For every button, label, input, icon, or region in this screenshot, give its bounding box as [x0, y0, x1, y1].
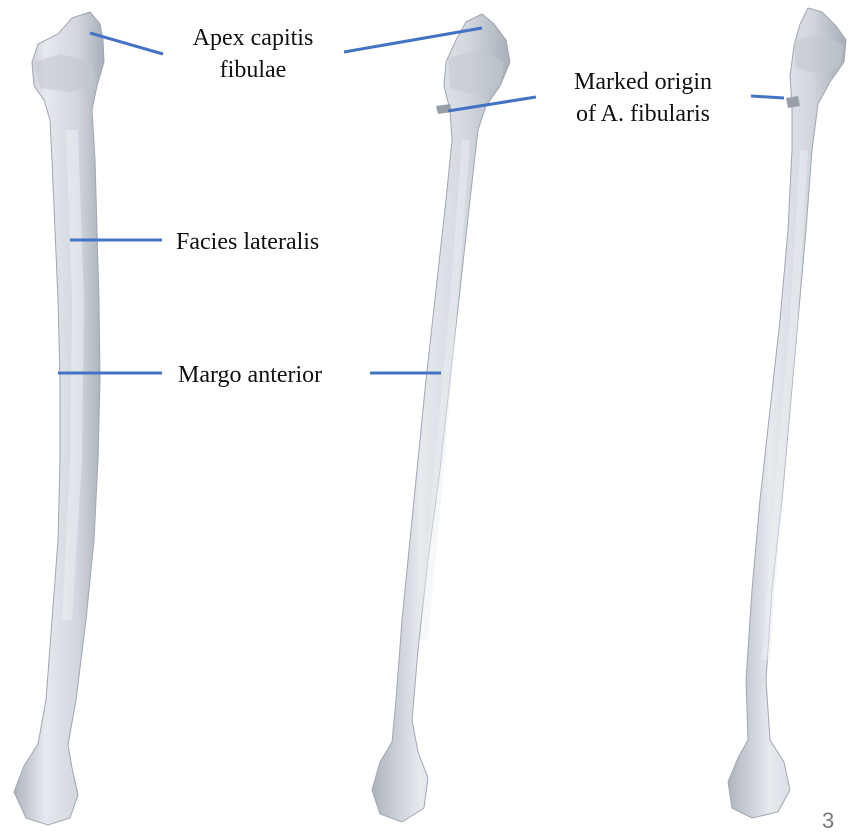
- fibula-bone-left: [14, 12, 104, 825]
- label-margo-anterior: Margo anterior: [178, 359, 322, 391]
- label-apex-line1: Apex capitis: [168, 22, 338, 54]
- page-number: 3: [822, 808, 834, 834]
- fibula-bone-middle: [372, 14, 510, 822]
- label-marked-line2: of A. fibularis: [540, 98, 746, 130]
- label-marked-origin: Marked origin of A. fibularis: [540, 66, 746, 130]
- leader-marked-right: [751, 96, 784, 98]
- label-apex-capitis-fibulae: Apex capitis fibulae: [168, 22, 338, 86]
- label-facies-lateralis: Facies lateralis: [176, 226, 319, 258]
- label-marked-line1: Marked origin: [540, 66, 746, 98]
- label-apex-line2: fibulae: [168, 54, 338, 86]
